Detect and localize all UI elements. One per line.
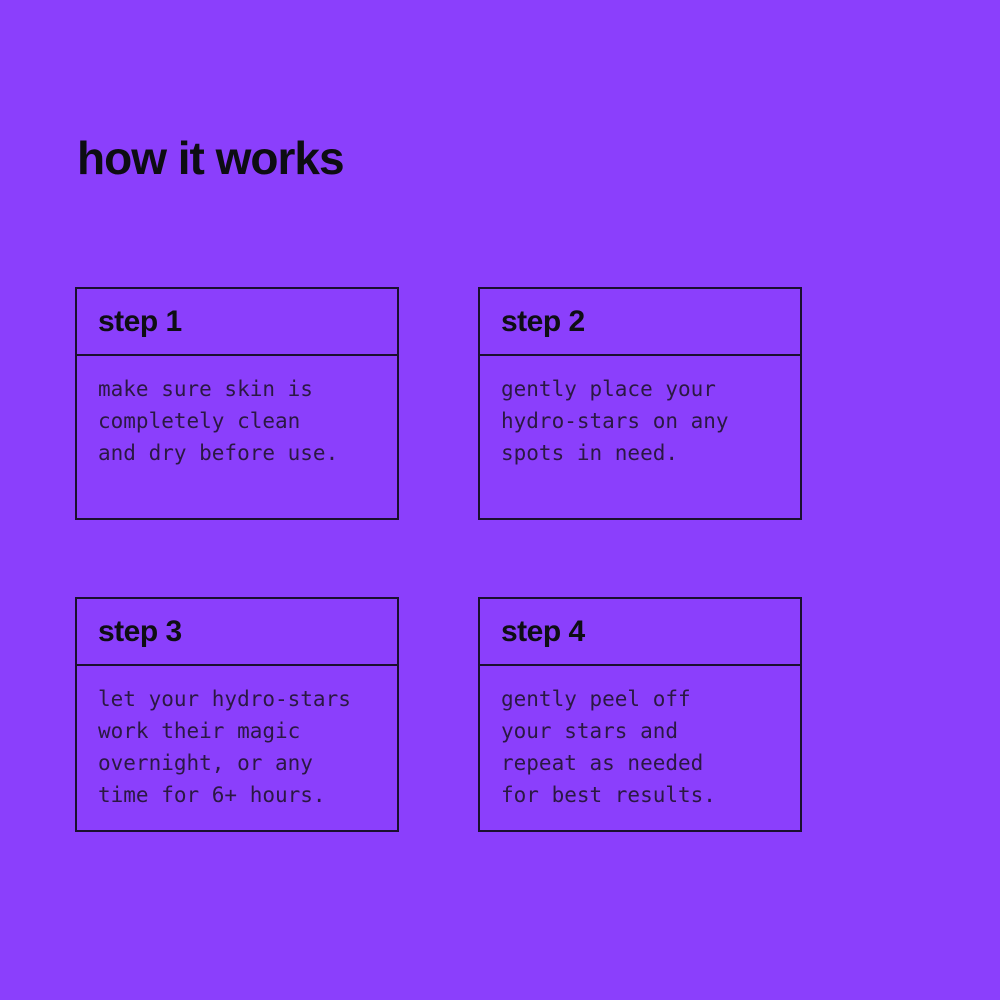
step-2-description: gently place your hydro-stars on any spo… (501, 377, 729, 465)
step-4-header: step 4 (480, 599, 800, 666)
step-2-header: step 2 (480, 289, 800, 356)
step-3-description: let your hydro-stars work their magic ov… (98, 687, 351, 807)
step-1-description: make sure skin is completely clean and d… (98, 377, 339, 465)
step-2-card: step 2 gently place your hydro-stars on … (478, 287, 802, 520)
step-4-label: step 4 (501, 614, 585, 648)
step-3-header: step 3 (77, 599, 397, 666)
page-title: how it works (77, 131, 345, 184)
step-4-card: step 4 gently peel off your stars and re… (478, 597, 802, 832)
step-1-card: step 1 make sure skin is completely clea… (75, 287, 399, 520)
step-3-label: step 3 (98, 614, 182, 648)
step-2-label: step 2 (501, 304, 585, 338)
step-1-header: step 1 (77, 289, 397, 356)
step-1-label: step 1 (98, 304, 182, 338)
step-3-card: step 3 let your hydro-stars work their m… (75, 597, 399, 832)
step-4-description: gently peel off your stars and repeat as… (501, 687, 716, 807)
